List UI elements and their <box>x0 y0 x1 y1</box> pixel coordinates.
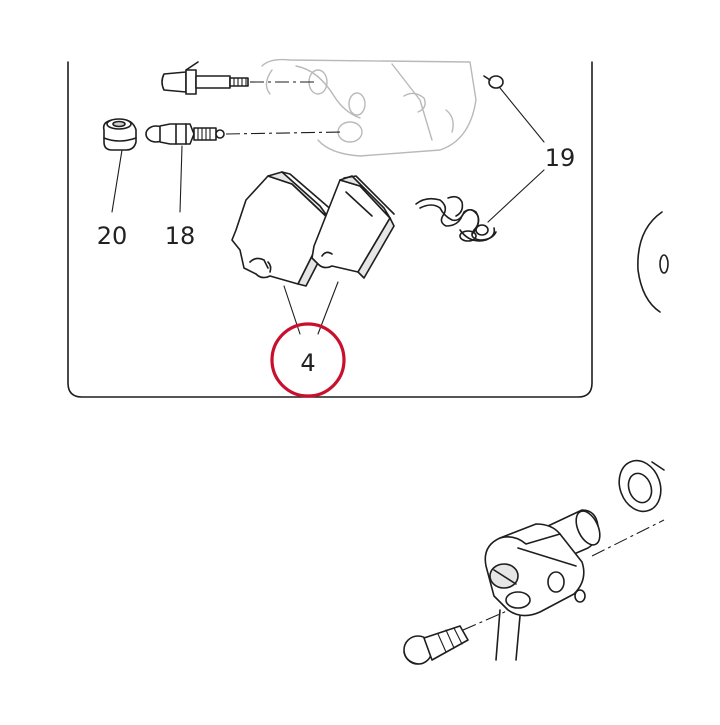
inset-panel-frame <box>67 61 593 398</box>
washer <box>618 459 665 513</box>
callout-label-19: 19 <box>545 144 576 172</box>
leader-line-18 <box>179 145 183 213</box>
caliper-bolt <box>161 61 316 95</box>
leader-line-20 <box>111 149 123 213</box>
leader-line-19b <box>487 169 545 223</box>
highlight-circle <box>270 322 346 398</box>
callout-label-18: 18 <box>165 222 196 250</box>
brake-pad-right <box>311 175 395 279</box>
pin-bolt <box>403 625 469 665</box>
circlip <box>483 75 504 89</box>
brake-disc-partial <box>637 211 669 313</box>
bleed-valve-cap <box>102 118 137 151</box>
callout-label-4: 4 <box>300 349 315 377</box>
pad-spring <box>415 195 497 242</box>
axis-line-upper <box>591 519 665 557</box>
caliper-housing-outline <box>261 58 477 157</box>
callout-label-20: 20 <box>97 222 128 250</box>
leader-line-19a <box>499 87 545 143</box>
pin-bracket <box>484 509 601 661</box>
bleed-valve <box>145 123 343 145</box>
